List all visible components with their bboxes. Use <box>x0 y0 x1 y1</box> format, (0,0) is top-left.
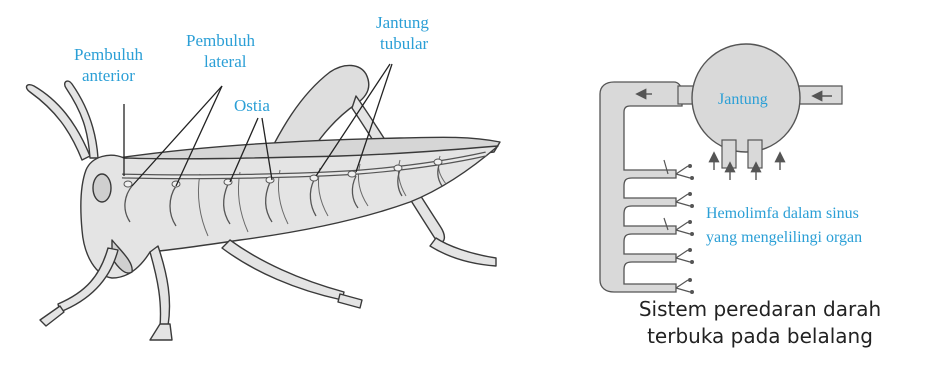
label-tubular-heart-line2: tubular <box>376 33 429 54</box>
label-tubular-heart-line1: Jantung <box>376 12 429 33</box>
diagram-caption: Sistem peredaran darah terbuka pada bela… <box>600 296 920 350</box>
label-lateral-vessel: Pembuluh lateral <box>186 30 255 72</box>
label-heart: Jantung <box>718 89 768 110</box>
caption-line2: terbuka pada belalang <box>600 323 920 350</box>
front-leg-1-foot <box>40 306 64 326</box>
label-hemolymph-line1: Hemolimfa dalam sinus <box>706 202 862 226</box>
eye <box>93 174 111 202</box>
label-lateral-vessel-line2: lateral <box>186 51 255 72</box>
label-anterior-vessel: Pembuluh anterior <box>74 44 143 86</box>
label-anterior-vessel-line1: Pembuluh <box>74 44 143 65</box>
circulation-schematic <box>600 44 842 294</box>
label-anterior-vessel-line2: anterior <box>74 65 143 86</box>
hind-tarsus <box>430 238 496 266</box>
caption-line1: Sistem peredaran darah <box>600 296 920 323</box>
sinus-dots <box>688 164 694 294</box>
antenna-left <box>27 85 90 160</box>
label-tubular-heart: Jantung tubular <box>376 12 429 54</box>
middle-leg-foot <box>338 294 362 308</box>
front-leg-2-foot <box>150 324 172 340</box>
vessel-loop <box>600 82 682 292</box>
middle-leg <box>222 240 344 300</box>
front-leg-1 <box>58 248 118 312</box>
label-lateral-vessel-line1: Pembuluh <box>186 30 255 51</box>
front-leg-2 <box>150 246 170 326</box>
label-ostia: Ostia <box>234 95 270 116</box>
label-hemolymph-line2: yang mengelilingi organ <box>706 226 862 250</box>
label-hemolymph: Hemolimfa dalam sinus yang mengelilingi … <box>706 202 862 250</box>
